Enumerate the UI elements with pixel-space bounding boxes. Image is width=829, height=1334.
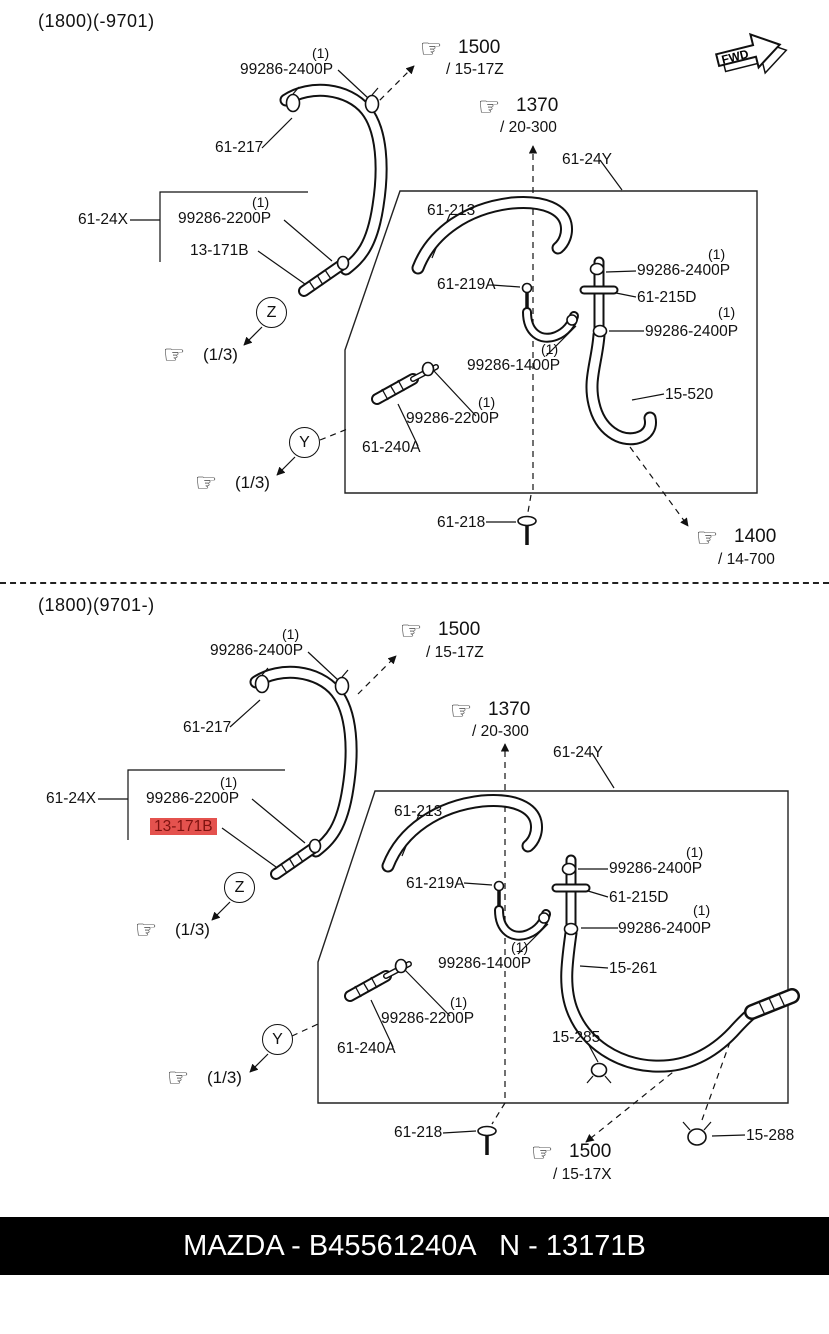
ref-label-1400[interactable]: 1400 [734,526,777,547]
part-label-61-24y[interactable]: 61-24Y [562,151,612,168]
ref-sublabel-20-300: / 20-300 [500,119,557,136]
part-label-99286-2400p[interactable]: 99286-2400P [210,642,304,659]
pointing-hand-icon: ☞ [163,340,186,369]
pointing-hand-icon: ☞ [400,616,423,645]
ref-label-1500[interactable]: 1500 [569,1141,612,1162]
part-label-61-218[interactable]: 61-218 [394,1124,443,1141]
pointing-hand-icon: ☞ [135,915,158,944]
qty-label: (1) [312,45,330,61]
qty-label: (1) [282,626,300,642]
part-label-61-219a[interactable]: 61-219A [437,276,496,293]
section-divider [0,582,829,584]
ref-sublabel-14-700: / 14-700 [718,551,775,568]
ref-label-1-3[interactable]: (1/3) [207,1068,242,1087]
view-marker-y: Y [262,1024,293,1055]
ref-label-1500[interactable]: 1500 [438,619,481,640]
part-label-13-171b[interactable]: 13-171B [190,242,249,259]
fwd-label: FWD [720,47,750,67]
ref-label-1370[interactable]: 1370 [488,699,531,720]
dashed-reference-lines [291,65,731,1143]
part-label-61-213[interactable]: 61-213 [394,803,443,820]
part-label-61-24y[interactable]: 61-24Y [553,744,603,761]
qty-label: (1) [220,774,238,790]
part-label-15-285[interactable]: 15-285 [552,1029,601,1046]
footer-text: MAZDA - B45561240A N - 13171B [183,1229,646,1262]
part-label-99286-1400p[interactable]: 99286-1400P [438,955,532,972]
ref-sublabel-15-17z: / 15-17Z [446,61,504,78]
part-label-61-240a[interactable]: 61-240A [362,439,421,456]
hose-art-section2 [249,665,800,1155]
ref-sublabel-20-300: / 20-300 [472,723,529,740]
ref-sublabel-15-17z: / 15-17Z [426,644,484,661]
view-marker-z: Z [224,872,255,903]
pointing-hand-icon: ☞ [450,696,473,725]
qty-label: (1) [718,304,736,320]
ref-label-1500[interactable]: 1500 [458,37,501,58]
part-label-99286-1400p[interactable]: 99286-1400P [467,357,561,374]
qty-label: (1) [708,246,726,262]
pointing-hand-icon: ☞ [420,34,443,63]
part-label-99286-2200p[interactable]: 99286-2200P [381,1010,475,1027]
ref-label-1-3[interactable]: (1/3) [203,345,238,364]
part-label-61-219a[interactable]: 61-219A [406,875,465,892]
part-label-61-240a[interactable]: 61-240A [337,1040,396,1057]
ref-sublabel-15-17x: / 15-17X [553,1166,612,1183]
qty-label: (1) [693,902,711,918]
part-label-99286-2400p[interactable]: 99286-2400P [609,860,703,877]
qty-label: (1) [450,994,468,1010]
ref-label-1-3[interactable]: (1/3) [235,473,270,492]
ref-label-1370[interactable]: 1370 [516,95,559,116]
pointing-hand-icon: ☞ [696,523,719,552]
view-marker-z: Z [256,297,287,328]
bracket-lines [98,191,333,873]
pointing-hand-icon: ☞ [478,92,501,121]
section-title: (1800)(9701-) [38,595,155,615]
part-label-13-171b-highlighted[interactable]: 13-171B [150,818,217,836]
part-label-15-261[interactable]: 15-261 [609,960,658,977]
part-label-99286-2400p[interactable]: 99286-2400P [645,323,739,340]
view-marker-arrows [211,326,296,1073]
qty-label: (1) [541,341,559,357]
part-label-61-215d[interactable]: 61-215D [609,889,669,906]
part-label-99286-2400p[interactable]: 99286-2400P [637,262,731,279]
part-label-61-24x[interactable]: 61-24X [78,211,128,228]
part-label-99286-2400p[interactable]: 99286-2400P [240,61,334,78]
qty-label: (1) [686,844,704,860]
qty-label: (1) [511,939,529,955]
part-label-15-288[interactable]: 15-288 [746,1127,795,1144]
part-label-61-218[interactable]: 61-218 [437,514,486,531]
leader-lines [229,69,746,1137]
pointing-hand-icon: ☞ [167,1063,190,1092]
view-marker-y: Y [289,427,320,458]
fwd-direction-flag: FWD [710,18,807,94]
part-label-99286-2200p[interactable]: 99286-2200P [178,210,272,227]
part-label-61-215d[interactable]: 61-215D [637,289,697,306]
footer-bar: MAZDA - B45561240A N - 13171B [0,1217,829,1275]
part-label-15-520[interactable]: 15-520 [665,386,714,403]
part-label-61-24x[interactable]: 61-24X [46,790,96,807]
part-label-61-213[interactable]: 61-213 [427,202,476,219]
part-label-61-217[interactable]: 61-217 [183,719,232,736]
part-label-99286-2200p[interactable]: 99286-2200P [146,790,240,807]
section-title: (1800)(-9701) [38,11,155,31]
part-label-99286-2400p[interactable]: 99286-2400P [618,920,712,937]
part-label-99286-2200p[interactable]: 99286-2200P [406,410,500,427]
qty-label: (1) [478,394,496,410]
pointing-hand-icon: ☞ [195,468,218,497]
ref-label-1-3[interactable]: (1/3) [175,920,210,939]
part-label-61-217[interactable]: 61-217 [215,139,264,156]
qty-label: (1) [252,194,270,210]
pointing-hand-icon: ☞ [531,1138,554,1167]
